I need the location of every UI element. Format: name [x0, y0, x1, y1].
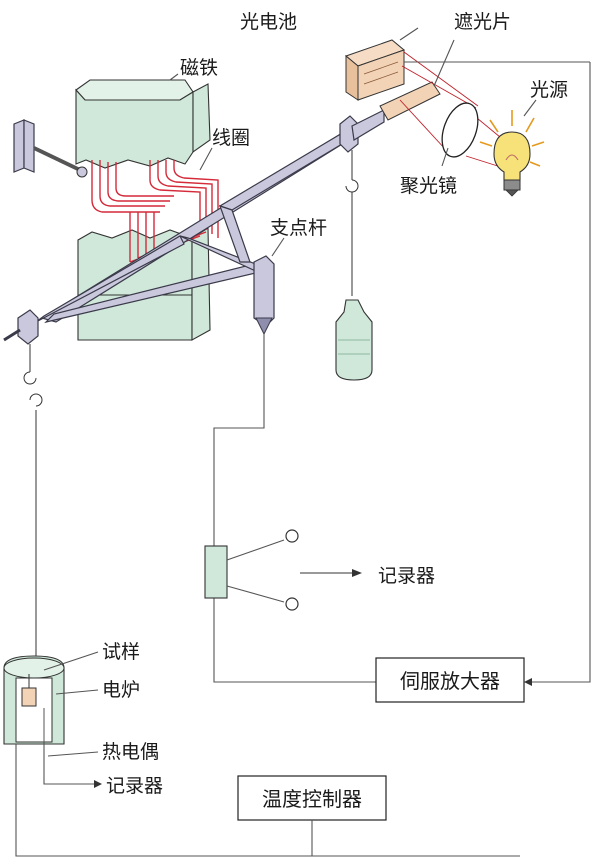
counterweight [335, 150, 373, 381]
temperature-controller-box: 温度控制器 [237, 775, 387, 821]
coil-label: 线圈 [212, 127, 250, 149]
light-bulb-icon [479, 110, 545, 197]
sample-label: 试样 [102, 641, 140, 663]
shutter-label: 遮光片 [454, 11, 511, 33]
switch-contacts [226, 529, 362, 611]
photocell [345, 39, 405, 101]
temperature-controller-label: 温度控制器 [262, 787, 362, 811]
condenser-lens [441, 102, 479, 158]
wiring [15, 27, 591, 857]
wall-bracket [13, 119, 88, 178]
magnet-upper [75, 79, 211, 169]
furnace [3, 655, 65, 745]
servo-amplifier-label: 伺服放大器 [400, 669, 500, 693]
magnet-label: 磁铁 [180, 57, 218, 79]
recorder-label-bottom: 记录器 [106, 775, 163, 797]
servo-amplifier-box: 伺服放大器 [375, 657, 525, 703]
furnace-label: 电炉 [102, 679, 140, 701]
thermocouple-label: 热电偶 [102, 741, 159, 763]
resistor [204, 545, 228, 599]
shutter [351, 81, 441, 141]
sample-hanger [23, 344, 43, 672]
photocell-label: 光电池 [240, 11, 297, 33]
magnet-lower [77, 227, 211, 341]
balance-beam [3, 115, 359, 345]
condenser-lens-label: 聚光镜 [400, 175, 457, 197]
recorder-label-mid: 记录器 [378, 565, 435, 587]
pivot-rod-label: 支点杆 [270, 217, 327, 239]
light-source-label: 光源 [530, 79, 568, 101]
